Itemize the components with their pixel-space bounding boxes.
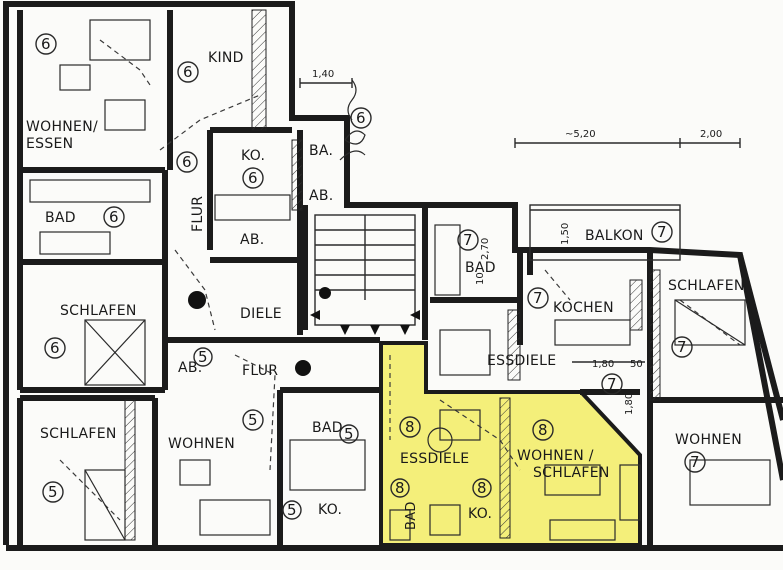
room-ab-6: AB. — [240, 232, 265, 248]
shaft-hatch-5 — [124, 399, 136, 541]
room-bad-8: BAD — [404, 501, 419, 530]
room-essdiele-7: ESSDIELE — [487, 353, 556, 369]
svg-text:8: 8 — [477, 479, 487, 497]
shaft-hatch-3 — [649, 269, 661, 401]
room-balkon: BALKON — [585, 228, 644, 244]
shaft-hatch-7 — [629, 279, 643, 331]
svg-text:8: 8 — [395, 479, 405, 497]
svg-text:6: 6 — [182, 153, 192, 171]
svg-text:7: 7 — [463, 231, 473, 249]
svg-text:5: 5 — [198, 348, 208, 366]
svg-text:7: 7 — [690, 453, 700, 471]
chimney-dot-2 — [295, 360, 311, 376]
labels: 1,40 ~5,20 2,00 1,50 2,70 1,80 50 1,80 1… — [26, 50, 745, 530]
room-schlafen-6: SCHLAFEN — [60, 303, 137, 319]
right-wall — [737, 254, 783, 421]
dim-1-80-v: 1,80 — [624, 393, 635, 415]
room-ab-stair: AB. — [309, 188, 334, 204]
svg-text:7: 7 — [607, 375, 617, 393]
shaft-hatch-2 — [291, 139, 303, 211]
room-bad-7: BAD — [465, 260, 496, 276]
dim-1-50: 1,50 — [560, 223, 571, 245]
svg-text:6: 6 — [183, 63, 193, 81]
svg-text:6: 6 — [356, 109, 366, 127]
plant-icon — [339, 79, 366, 161]
room-essdiele-8: ESSDIELE — [400, 451, 469, 467]
room-kochen-7: KOCHEN — [553, 300, 614, 316]
room-ba: BA. — [309, 143, 333, 159]
shaft-hatch-4 — [499, 397, 511, 539]
dim-5-20: ~5,20 — [565, 129, 596, 140]
svg-text:7: 7 — [657, 223, 667, 241]
room-wohnen-essen-1: WOHNEN/ — [26, 119, 98, 135]
room-diele-6: DIELE — [240, 306, 282, 322]
room-ko-6: KO. — [241, 148, 265, 164]
furniture — [29, 19, 771, 541]
svg-text:5: 5 — [287, 501, 297, 519]
svg-text:7: 7 — [533, 289, 543, 307]
dim-50: 50 — [630, 359, 643, 370]
room-wohnen-schlafen-8-1: WOHNEN / — [517, 448, 594, 464]
room-flur-5: FLUR — [242, 363, 278, 379]
shaft-hatch-1 — [251, 9, 267, 131]
room-schlafen-7: SCHLAFEN — [668, 278, 745, 294]
dim-10: 10 — [475, 272, 486, 285]
room-ab-5: AB. — [178, 360, 203, 376]
svg-text:5: 5 — [248, 411, 258, 429]
room-flur-6: FLUR — [190, 196, 206, 232]
chimney-dot-1 — [188, 291, 206, 309]
room-wohnen-essen-2: ESSEN — [26, 136, 73, 152]
room-wohnen-schlafen-8-2: SCHLAFEN — [533, 465, 610, 481]
room-wohnen-7: WOHNEN — [675, 432, 742, 448]
unit-markers: 6 6 6 6 6 6 6 7 7 7 7 7 7 5 5 5 5 5 8 8 … — [35, 33, 706, 520]
dim-1-40: 1,40 — [312, 69, 334, 80]
room-ko-5: KO. — [318, 502, 342, 518]
room-bad-5: BAD — [312, 420, 343, 436]
dimension-lines — [299, 78, 741, 363]
svg-text:8: 8 — [538, 421, 548, 439]
svg-text:5: 5 — [48, 483, 58, 501]
svg-text:6: 6 — [109, 208, 119, 226]
dim-1-80-h: 1,80 — [592, 359, 614, 370]
svg-text:6: 6 — [50, 339, 60, 357]
room-kind: KIND — [208, 50, 244, 66]
svg-text:6: 6 — [248, 169, 258, 187]
balcony — [529, 204, 681, 261]
svg-text:5: 5 — [344, 425, 354, 443]
dim-2-00: 2,00 — [700, 129, 722, 140]
room-schlafen-5: SCHLAFEN — [40, 426, 117, 442]
svg-text:7: 7 — [677, 338, 687, 356]
shaft-hatch-6 — [507, 309, 521, 381]
room-bad-6: BAD — [45, 210, 76, 226]
dim-2-70: 2,70 — [480, 238, 491, 260]
svg-text:6: 6 — [41, 35, 51, 53]
svg-text:8: 8 — [405, 418, 415, 436]
stairwell — [310, 214, 420, 335]
room-wohnen-5: WOHNEN — [168, 436, 235, 452]
room-ko-8: KO. — [468, 506, 492, 522]
